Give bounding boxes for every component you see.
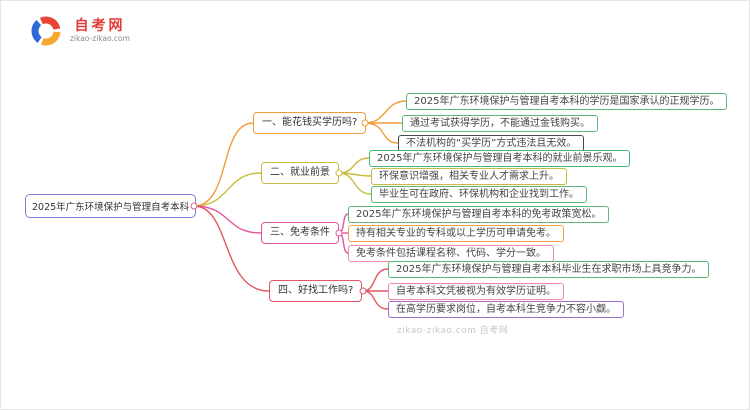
logo-icon [31,16,61,46]
edge-branch-1-child-3 [364,122,399,144]
child-node-4-3: 在高学历要求岗位，自考本科生竞争力不容小觑。 [388,301,624,318]
logo-site-url: zikao-zikao.com [70,34,130,43]
edge-branch-2-child-3 [338,172,372,195]
logo-text: 自考网 zikao-zikao.com [70,18,130,44]
child-node-2-1: 2025年广东环境保护与管理自考本科的就业前景乐观。 [369,150,631,167]
edge-root-branch-2 [193,172,262,207]
branch-3-connector-dot [335,229,343,237]
edge-root-branch-3 [193,205,262,234]
site-logo[interactable]: 自考网 zikao-zikao.com [29,14,130,48]
child-node-2-3: 毕业生可在政府、环保机构和企业找到工作。 [371,186,587,203]
root-node: 2025年广东环境保护与管理自考本科 [25,194,197,218]
edge-root-branch-4 [193,205,270,292]
branch-2-connector-dot [335,169,343,177]
child-node-3-1: 2025年广东环境保护与管理自考本科的免考政策宽松。 [348,206,610,223]
child-node-2-2: 环保意识增强，相关专业人才需求上升。 [371,168,567,185]
branch-1-connector-dot [361,119,369,127]
child-node-3-2: 持有相关专业的专科或以上学历可申请免考。 [348,225,564,242]
edge-branch-2-child-1 [338,157,370,174]
child-node-4-1: 2025年广东环境保护与管理自考本科毕业生在求职市场上具竞争力。 [388,261,710,278]
branch-node-3: 三、免考条件 [261,222,339,244]
child-node-1-1: 2025年广东环境保护与管理自考本科的学历是国家承认的正规学历。 [406,93,728,110]
edge-branch-4-child-1 [362,268,389,292]
edge-branch-4-child-3 [362,290,389,310]
branch-node-1: 一、能花钱买学历吗? [253,112,367,134]
logo-site-name: 自考网 [74,18,126,34]
child-node-4-2: 自考本科文凭被视为有效学历证明。 [388,283,564,300]
branch-4-connector-dot [359,287,367,295]
child-node-1-2: 通过考试获得学历，不能通过金钱购买。 [402,115,598,132]
branch-node-2: 二、就业前景 [261,162,339,184]
watermark: zikao-zikao.com 自考网 [397,326,509,336]
child-node-3-3: 免考条件包括课程名称、代码、学分一致。 [348,245,554,262]
branch-node-4: 四、好找工作吗? [269,280,363,302]
edge-root-branch-1 [193,122,254,207]
edge-branch-1-child-1 [364,100,407,124]
root-connector-dot [190,202,198,210]
